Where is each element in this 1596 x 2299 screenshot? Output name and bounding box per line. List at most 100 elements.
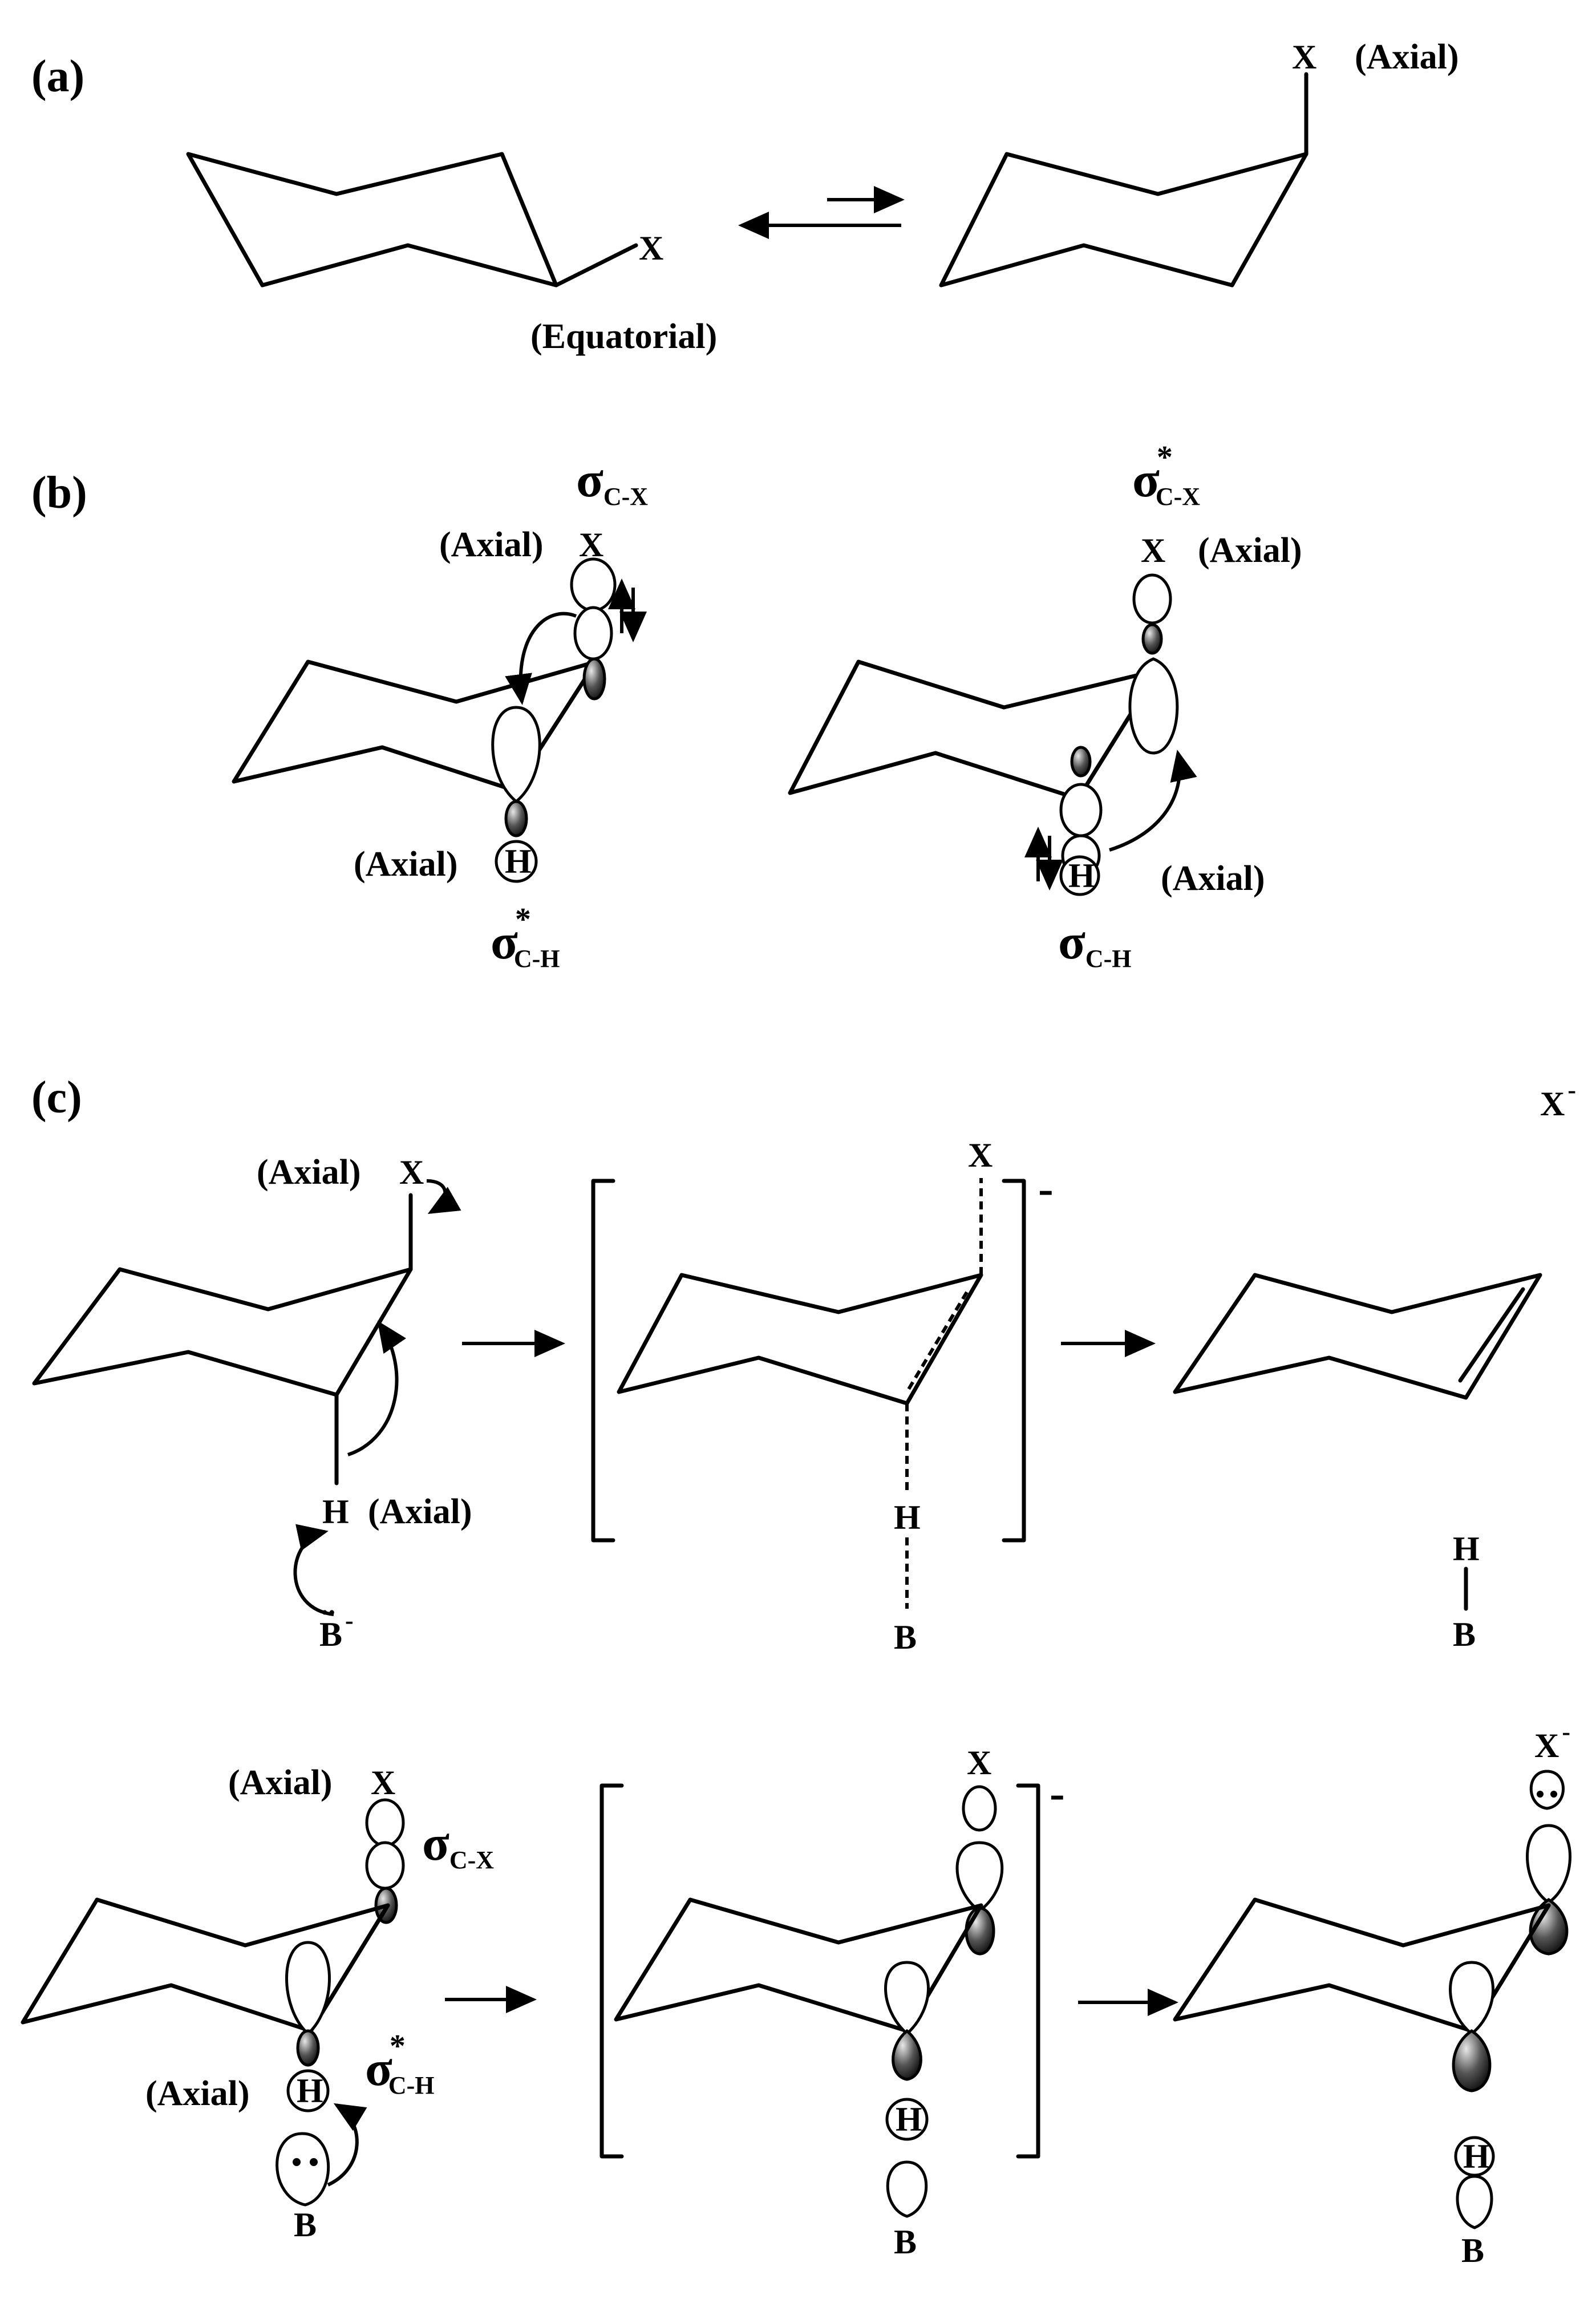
- atom-x-orb-reactant: X: [371, 1764, 395, 1802]
- orbital-lobe-x-right: [1132, 573, 1172, 625]
- orbital-lobe-ch-star-left: [491, 706, 541, 804]
- sigma-ch-right: σC-H: [1058, 914, 1132, 973]
- atom-x-reactant: X: [399, 1153, 424, 1191]
- orbital-lobe-c-star-right: [1128, 657, 1179, 755]
- orb-ts-c-lower-lobe: [965, 1907, 995, 1956]
- atom-b-orb-ts: B: [894, 2223, 917, 2261]
- orb-reactant-h-lobe: [296, 2029, 320, 2067]
- circle-h-left: [495, 840, 538, 883]
- orb-ts-charge: -: [1050, 1768, 1065, 1819]
- atom-h-right: H: [1068, 857, 1095, 894]
- label-axial-x-orb-reactant: (Axial): [228, 1763, 333, 1802]
- chair-ts: [617, 1273, 983, 1406]
- chair-equatorial: [186, 152, 558, 288]
- orbital-lobe-cx-small-right: [1141, 623, 1163, 655]
- atom-x-right: X: [1141, 532, 1165, 569]
- label-equatorial: (Equatorial): [530, 317, 717, 356]
- ts-bracket-left: [591, 1179, 615, 1543]
- atom-h-reactant: H: [322, 1493, 349, 1531]
- orb-reactant-cx-lobe: [365, 1841, 405, 1890]
- atom-b-orb-product: B: [1461, 2232, 1484, 2269]
- label-axial-x: (Axial): [1355, 38, 1459, 76]
- atom-x-equatorial: X: [639, 229, 663, 267]
- chair-right: [788, 659, 1160, 801]
- sigma-cx-left: σC-X: [576, 452, 648, 511]
- label-axial-x-right: (Axial): [1198, 531, 1302, 570]
- orb-product-c2-lower-lobe: [1452, 2029, 1492, 2092]
- atom-x-minus-product: X-: [1540, 1076, 1576, 1123]
- atom-x-left: X: [579, 526, 603, 564]
- orb-base-attack-arrow: [327, 2103, 367, 2187]
- atom-b-ts: B: [894, 1618, 917, 1656]
- chair-axial: [939, 152, 1309, 288]
- leaving-group-arrow: [426, 1179, 461, 1214]
- orb-product-c-lower-lobe: [1529, 1897, 1569, 1956]
- atom-b-orb-reactant: B: [294, 2206, 317, 2244]
- circle-h-orb-ts: [885, 2098, 929, 2141]
- orb-reactant-x-lobe: [365, 1798, 405, 1847]
- orbital-lobe-x-left: [570, 557, 617, 612]
- circle-h-orb-reactant: [286, 2069, 330, 2112]
- atom-x-ts: X: [968, 1136, 993, 1174]
- panel-c: (c) (Axial) X H (Axial) B- .. - X H B X-…: [31, 1072, 1576, 1656]
- panel-c-label: (c): [31, 1072, 82, 1123]
- label-axial-h-orb-reactant: (Axial): [145, 2074, 250, 2113]
- atom-h-orb-reactant: H: [297, 2072, 323, 2110]
- sigma-star-cx-right: σ*C-X: [1132, 440, 1200, 511]
- base-attack-arrow: [293, 1524, 334, 1616]
- chair-orb-reactant: [21, 1897, 390, 2033]
- panel-c-orbitals: (Axial) X σC-X H (Axial) σ*C-H B - X: [21, 1718, 1571, 2269]
- label-axial-h-right: (Axial): [1161, 859, 1265, 898]
- orb-reactant-ch-star-lobe: [285, 1941, 331, 2036]
- ts-partial-pi: [905, 1291, 969, 1393]
- atom-h-left: H: [505, 843, 532, 880]
- label-axial-h-reactant: (Axial): [368, 1492, 472, 1531]
- lone-pair-dot-1: [293, 2158, 301, 2166]
- lone-pair-base-reactant: ..: [321, 1589, 335, 1621]
- orb-product-lone-pair-dot-1: [1537, 1791, 1544, 1798]
- atom-base-reactant: B-: [319, 1606, 354, 1653]
- donation-arrow-left: [505, 612, 577, 705]
- panel-a-label: (a): [31, 51, 84, 102]
- atom-x-minus-orb-product: X-: [1534, 1718, 1570, 1764]
- lone-pair-dot-2: [310, 2158, 318, 2166]
- atom-x-orb-ts: X: [967, 1744, 991, 1782]
- orb-ts-c-upper-lobe: [955, 1841, 1004, 1913]
- orb-base-lone-pair-lobe: [276, 2132, 330, 2207]
- chair-orb-ts: [614, 1897, 983, 2033]
- orbital-lobe-h-left: [504, 800, 528, 837]
- orb-product-lone-pair-dot-2: [1550, 1791, 1557, 1798]
- orb-ts-ch-upper-lobe: [884, 1961, 930, 2036]
- orb-ts-b-lobe: [886, 2160, 928, 2218]
- sigma-cx-orb-reactant: σC-X: [422, 1816, 494, 1874]
- chair-reactant: [32, 1267, 413, 1397]
- donation-arrow-right: [1109, 750, 1197, 852]
- chair-left: [232, 659, 598, 792]
- label-axial-h-left: (Axial): [354, 845, 458, 884]
- chair-product: [1173, 1273, 1542, 1400]
- atom-h-ts: H: [894, 1499, 921, 1536]
- label-axial-x-reactant: (Axial): [257, 1153, 361, 1192]
- orb-ts-x-lobe: [962, 1785, 997, 1832]
- orb-product-c-upper-lobe: [1526, 1824, 1571, 1905]
- panel-b-label: (b): [31, 468, 87, 518]
- atom-h-product: H: [1453, 1530, 1480, 1568]
- sigma-star-ch-orb-reactant: σ*C-H: [365, 2029, 435, 2099]
- atom-x-axial: X: [1292, 38, 1317, 76]
- atom-h-orb-product: H: [1463, 2138, 1490, 2175]
- ts-charge-top: -: [1038, 1164, 1054, 1214]
- orbital-lobe-cx-left: [573, 606, 613, 661]
- orb-product-c2-upper-lobe: [1449, 1961, 1494, 2036]
- orb-ts-bracket-right: [1016, 1783, 1040, 2159]
- orb-product-b-lobe: [1456, 2175, 1493, 2229]
- product-double-bond: [1458, 1287, 1525, 1383]
- orbital-lobe-c-small-right: [1070, 746, 1092, 778]
- sigma-star-ch-left: σ*C-H: [491, 902, 560, 973]
- panel-b: (b) σC-X (Axial) X H (Axial) σ*C-H σ*C-X…: [31, 440, 1302, 973]
- orbital-lobe-ch-right: [1059, 783, 1103, 837]
- pi-bond-arrow: [347, 1321, 406, 1456]
- orb-ts-ch-lower-lobe: [892, 2029, 922, 2081]
- bond-c-x-equatorial: [554, 243, 638, 288]
- panel-a: (a) X (Equatorial) X (Axial): [31, 38, 1459, 356]
